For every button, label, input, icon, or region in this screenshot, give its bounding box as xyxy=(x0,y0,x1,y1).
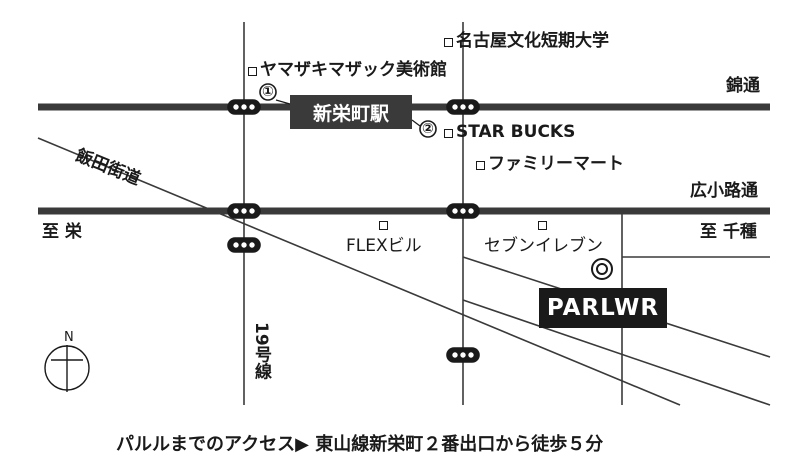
exit-2-label: ② xyxy=(422,121,434,137)
poi-square-icon xyxy=(248,67,257,76)
signal-icon xyxy=(446,203,480,219)
landmark-starbucks: STAR BUCKS xyxy=(444,124,575,141)
signal-icon xyxy=(446,347,480,363)
poi-square-icon xyxy=(379,221,388,230)
poi-square-icon xyxy=(476,161,485,170)
poi-square-icon xyxy=(538,221,547,230)
access-caption: パルルまでのアクセス▶ 東山線新栄町２番出口から徒歩５分 xyxy=(116,434,604,455)
landmark-seven: セブンイレブン xyxy=(484,236,603,256)
road-label-nishiki: 錦通 xyxy=(726,76,760,96)
diagonal-road-east-lower xyxy=(462,299,771,406)
road-label-hirokoji: 広小路通 xyxy=(690,181,758,201)
landmark-college: 名古屋文化短期大学 xyxy=(444,33,609,50)
landmark-flex: FLEXビル xyxy=(346,236,422,256)
signal-icon xyxy=(446,99,480,115)
destination-label: PARLWR xyxy=(539,288,667,328)
station-label: 新栄町駅 xyxy=(290,95,412,129)
exit-1-label: ① xyxy=(262,84,274,100)
poi-square-icon xyxy=(444,129,453,138)
landmark-museum: ヤマザキマザック美術館 xyxy=(248,62,447,79)
poi-square-icon xyxy=(444,38,453,47)
compass-icon xyxy=(44,345,90,392)
iida-kaido-road xyxy=(37,137,681,406)
direction-east: 至 千種 xyxy=(700,222,757,242)
exit-2-circle xyxy=(419,120,437,138)
exit-1-circle xyxy=(259,83,277,101)
signal-icon xyxy=(227,203,261,219)
signal-icon xyxy=(227,237,261,253)
signal-icon xyxy=(227,99,261,115)
destination-marker-icon xyxy=(591,258,613,280)
road-label-route19: 19号線 xyxy=(251,322,271,380)
compass-north-label: N xyxy=(64,330,74,345)
landmark-familymart: ファミリーマート xyxy=(476,156,624,173)
direction-west: 至 栄 xyxy=(42,222,82,242)
